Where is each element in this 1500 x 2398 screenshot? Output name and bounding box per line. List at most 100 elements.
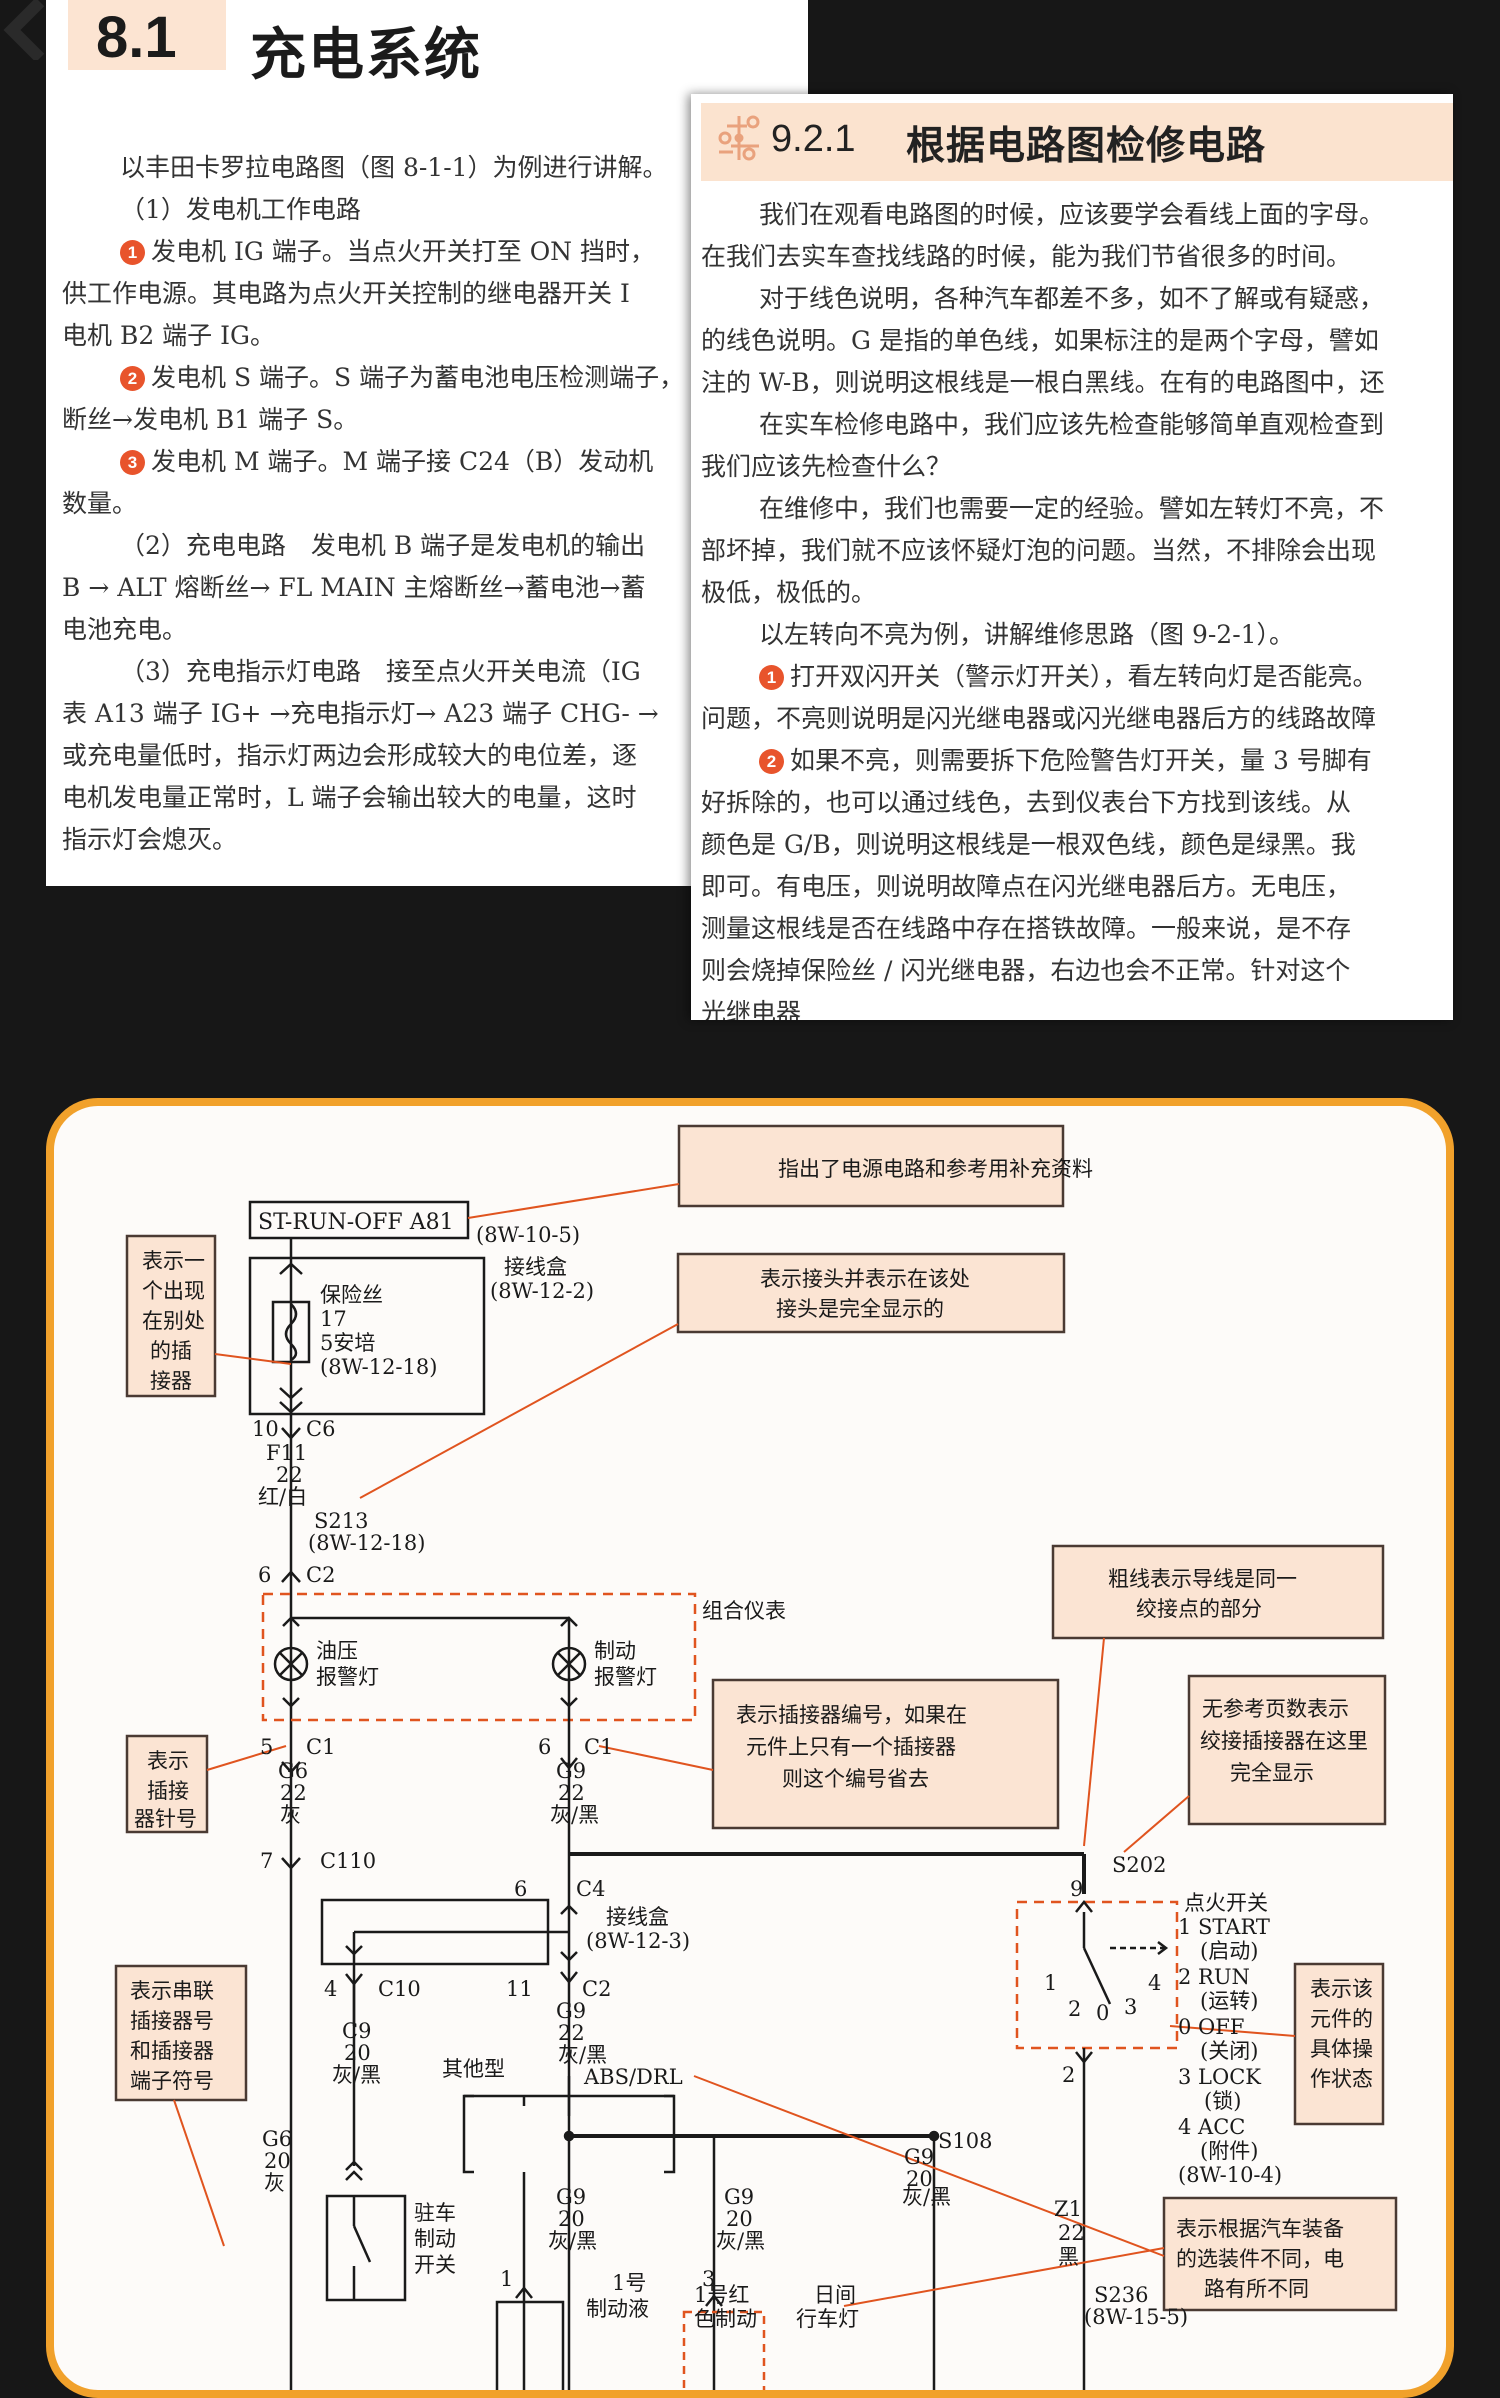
wire-label: G6 [262, 2127, 292, 2151]
switch-state: 3 LOCK [1178, 2065, 1261, 2089]
wire-color: 红/白 [258, 1485, 307, 1509]
text-line: 在维修中，我们也需要一定的经验。譬如左转灯不亮，不 [759, 494, 1385, 523]
text-line: 光继电器 [701, 998, 802, 1020]
callout-text: 表示一 [142, 1249, 205, 1273]
text-line: 表 A13 端子 IG+ →充电指示灯→ A23 端子 CHG- → [62, 699, 659, 728]
wire-color: 灰 [280, 1803, 301, 1827]
pin-number: 3 [702, 2267, 715, 2291]
brake-fluid-label: 制动液 [586, 2297, 649, 2321]
wire-size: 20 [558, 2207, 585, 2231]
text-line: 的线色说明。G 是指的单色线，如果标注的是两个字母，譬如 [701, 326, 1379, 355]
callout-text: 表示串联 [130, 1979, 214, 2003]
cluster-label: 组合仪表 [702, 1599, 786, 1623]
callout-box [1051, 1544, 1385, 1640]
parking-brake-switch [325, 2194, 407, 2302]
marker-2: 2 [759, 749, 784, 774]
switch-state: 4 ACC [1178, 2115, 1245, 2139]
text-line: B → ALT 熔断丝→ FL MAIN 主熔断丝→蓄电池→蓄 [62, 573, 646, 602]
section-title: 根据电路图检修电路 [906, 124, 1267, 169]
text-line: 我们应该先检查什么？ [701, 452, 952, 481]
wire-color: 灰 [264, 2171, 285, 2195]
option-label: 其他型 [442, 2057, 505, 2081]
wire-label: G9 [556, 1759, 586, 1783]
text-span: 打开双闪开关（警示灯开关），看左转向灯是否能亮。 [790, 662, 1378, 691]
callout-text: 表示插接器编号，如果在 [736, 1703, 967, 1727]
switch-state: (关闭) [1200, 2039, 1258, 2063]
callout-text: 接头是完全显示的 [776, 1297, 944, 1321]
callout-text: 无参考页数表示 [1202, 1697, 1349, 1721]
pin-number: 5 [260, 1735, 273, 1759]
pin-number: 4 [324, 1977, 337, 2001]
fuse-amperage: 5安培 [320, 1331, 375, 1355]
oil-lamp-label: 报警灯 [316, 1665, 379, 1689]
connector-label: C4 [576, 1877, 605, 1901]
text-line: （1）发电机工作电路 [120, 195, 361, 224]
text-line: 则会烧掉保险丝 / 闪光继电器，右边也会不正常。针对这个 [701, 956, 1351, 985]
ref-label: (8W-10-5) [476, 1223, 580, 1247]
callout-text: 器针号 [134, 1807, 197, 1831]
wire-size: 22 [1058, 2221, 1085, 2245]
option-label: ABS/DRL [583, 2065, 683, 2089]
text-span: 发电机 M 端子。M 端子接 C24（B）发动机 [151, 447, 654, 476]
connector-label: C2 [582, 1977, 611, 2001]
text-line: 在实车检修电路中，我们应该先检查能够简单直观检查到 [759, 410, 1385, 439]
junction-box-1 [248, 1256, 486, 1416]
wire-label: G6 [278, 1759, 308, 1783]
callout-text: 粗线表示导线是同一 [1108, 1567, 1297, 1591]
section-title: 充电系统 [250, 23, 482, 88]
marker-2: 2 [120, 366, 145, 391]
ref-label: (8W-15-5) [1084, 2305, 1188, 2329]
callout-text: 具体操 [1310, 2037, 1373, 2061]
pin-number: 11 [506, 1977, 533, 2001]
connector-label: C1 [584, 1735, 613, 1759]
wire-size: 22 [280, 1781, 307, 1805]
junction-box-label: 接线盒 [504, 1255, 567, 1279]
ref-label: (8W-12-18) [308, 1531, 425, 1555]
marker-1: 1 [120, 240, 145, 265]
wire-label: G9 [556, 1999, 586, 2023]
callout-box [676, 1252, 1066, 1334]
callout-text: 则这个编号省去 [782, 1767, 929, 1791]
wire-size: 20 [906, 2167, 933, 2191]
section-number: 8.1 [96, 5, 177, 70]
marker-1: 1 [759, 665, 784, 690]
splice-label: S202 [1112, 1853, 1166, 1877]
callout-text: 绞接插接器在这里 [1200, 1729, 1368, 1753]
park-brake-label: 驻车 [414, 2201, 456, 2225]
switch-state: (附件) [1200, 2139, 1258, 2163]
ref-label: (8W-10-4) [1178, 2163, 1282, 2187]
text-line: 数量。 [62, 489, 138, 518]
red-brake-label: 1号红 [694, 2283, 749, 2307]
wire-size: 22 [558, 2021, 585, 2045]
callout-box [125, 1234, 217, 1398]
wire-label: F11 [266, 1441, 307, 1465]
drl-label: 日间 [814, 2283, 856, 2307]
text-line: 电机 B2 端子 IG。 [62, 321, 275, 350]
callout-text: 端子符号 [130, 2069, 214, 2093]
wire-size: 22 [276, 1463, 303, 1487]
pin-number: 9 [1070, 1877, 1083, 1901]
switch-pin: 4 [1148, 1971, 1161, 1995]
pin-number: 2 [1062, 2063, 1075, 2087]
callout-text: 路有所不同 [1204, 2277, 1309, 2301]
callout-box [677, 1124, 1065, 1208]
marker-3: 3 [120, 450, 145, 475]
wire-size: 20 [344, 2041, 371, 2065]
text-span: 发电机 S 端子。S 端子为蓄电池电压检测端子， [151, 363, 685, 392]
st-run-box [248, 1200, 470, 1240]
ref-label: (8W-12-2) [490, 1279, 594, 1303]
callout-text: 作状态 [1310, 2067, 1373, 2091]
wire-color: 灰/黑 [716, 2229, 765, 2253]
ref-label: (8W-12-18) [320, 1355, 437, 1379]
switch-pin: 1 [1044, 1971, 1057, 1995]
splice-label: S213 [314, 1509, 368, 1533]
text-line: 断丝→发电机 B1 端子 S。 [62, 405, 359, 434]
text-line: 供工作电源。其电路为点火开关控制的继电器开关 I [62, 279, 630, 308]
callout-text: 元件的 [1310, 2007, 1373, 2031]
wire-label: G9 [724, 2185, 754, 2209]
pin-number: 1 [500, 2267, 513, 2291]
connector-label: C1 [306, 1735, 335, 1759]
text-line: （3）充电指示灯电路 接至点火开关电流（IG [120, 657, 641, 686]
